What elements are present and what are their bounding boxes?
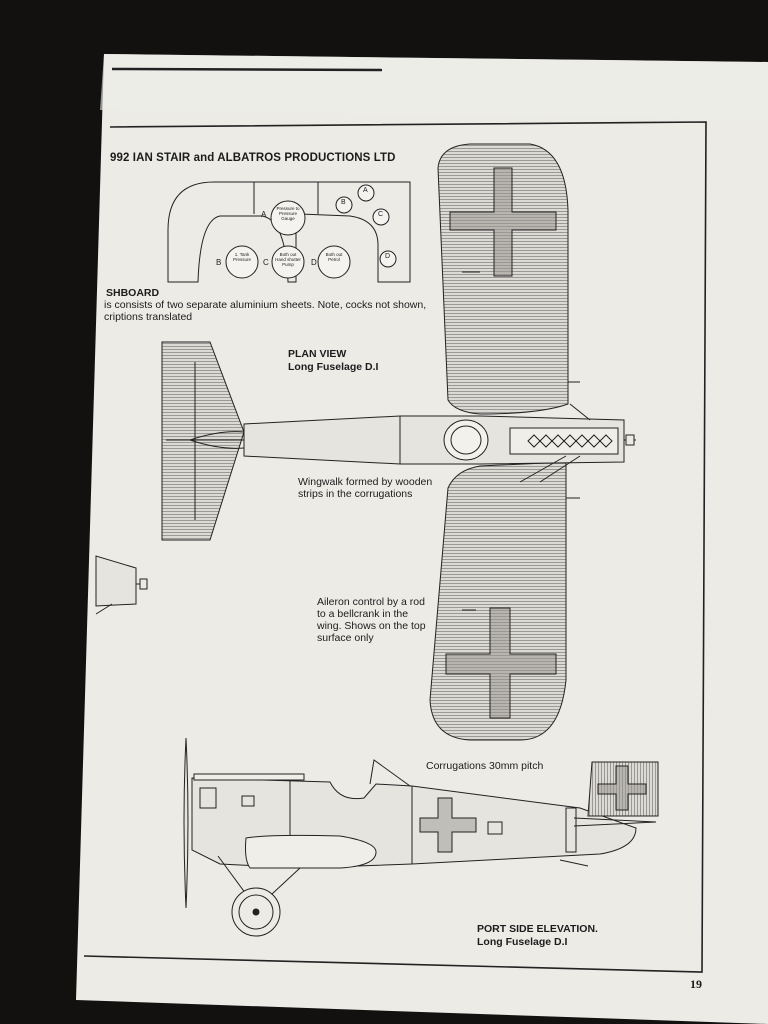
gauge-small-b [335,196,353,214]
lower-wing-side [245,834,377,869]
gauge-pressure [270,200,306,236]
gauge-pump [271,245,305,279]
plan-view-drawing [161,143,636,741]
cross-fin [597,765,647,811]
gauge-label-a: A [261,210,267,219]
cross-upper [449,167,557,277]
gauge-label-c: C [263,258,269,267]
dashboard-note-line2: criptions translated [104,311,193,323]
gauge-petrol-text: Both out Petrol [325,252,343,262]
tailplane [161,341,245,541]
aileron-note-line4: surface only [317,632,374,644]
gauge-small-label-c: C [378,211,384,218]
gauge-small-label-a: A [363,187,368,194]
gauge-small-d [379,250,397,268]
copyright-header: 992 IAN STAIR and ALBATROS PRODUCTIONS L… [110,152,396,164]
cross-fuselage [419,797,477,853]
cross-lower [445,607,557,719]
dashboard-title: SHBOARD [106,287,160,299]
plan-view-title: PLAN VIEW [288,348,347,360]
page-frame [83,121,707,973]
elevation-title: PORT SIDE ELEVATION. [477,923,598,935]
gauge-label-d: D [311,258,317,267]
wingwalk-note-line1: Wingwalk formed by wooden [298,476,433,488]
aileron-note-line2: to a bellcrank in the [317,608,409,620]
gauge-pump-text: Both out Hand shutter Pump [275,252,301,267]
dashboard-note-line1: is consists of two separate aluminium sh… [104,299,427,311]
aileron-note-line1: Aileron control by a rod [317,596,425,608]
page-number: 19 [690,977,702,991]
corrugations-note: Corrugations 30mm pitch [426,760,544,772]
partial-front-view [95,555,148,615]
gauge-pressure-text: Pressure to Pressure Gauge [276,206,300,221]
gauge-label-b: B [216,258,222,267]
elevation-subtitle: Long Fuselage D.I [477,936,568,948]
dashboard-drawing [167,181,411,283]
gauge-small-a [357,184,375,202]
side-elevation-drawing [183,737,659,937]
plan-view-subtitle: Long Fuselage D.I [288,361,379,373]
wingwalk-note-line2: strips in the corrugations [298,488,413,500]
aileron-note-line3: wing. Shows on the top [317,620,426,632]
gauge-small-label-d: D [385,253,391,260]
gauge-small-label-b: B [341,199,346,206]
propeller [183,737,189,909]
gauge-small-c [372,208,390,226]
top-rule [111,67,383,72]
gauge-tank-text: 1. Tank Pressure [232,252,251,262]
gauge-tank [225,245,259,279]
gauge-petrol [317,245,351,279]
